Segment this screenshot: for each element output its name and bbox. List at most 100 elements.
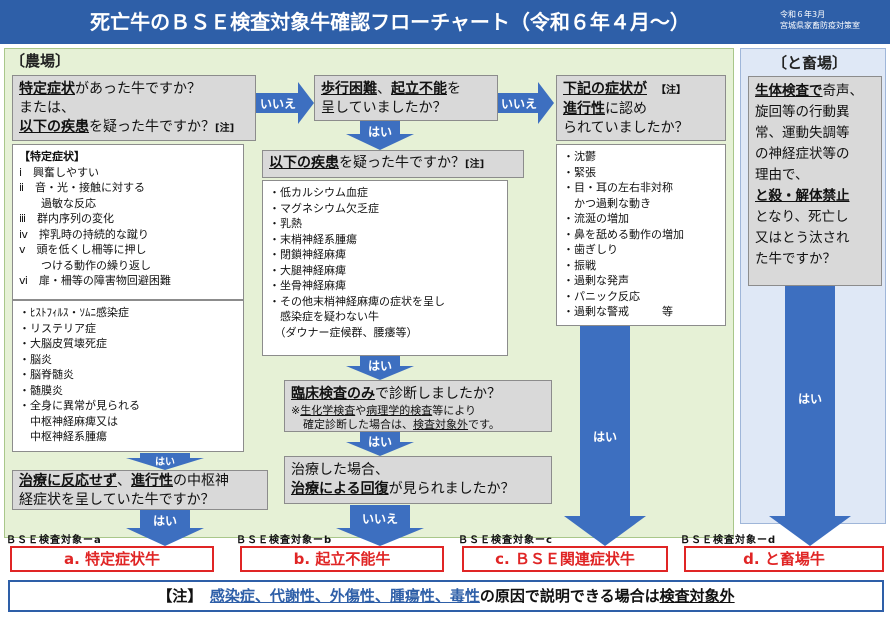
q8-line2: 旋回等の行動異 bbox=[755, 104, 850, 120]
q8-line9: た牛ですか？ bbox=[755, 251, 836, 267]
q8-line4: の神経症状等の bbox=[755, 146, 850, 162]
label-no-q1: いいえ bbox=[259, 97, 296, 111]
list-item: ・ﾋｽﾄﾌｨﾙｽ・ｿﾑﾆ感染症 bbox=[19, 306, 129, 319]
diseases-list-2: ・低カルシウム血症 ・マグネシウム欠乏症 ・乳熱 ・末梢神経系腫瘍 ・閉鎖神経麻… bbox=[262, 180, 508, 356]
q1-note: [注] bbox=[215, 123, 235, 134]
footer-not-subject: 検査対象外 bbox=[659, 587, 735, 605]
farm-region-label: 〔農場〕 bbox=[10, 52, 71, 70]
q5-note-mark: ※ bbox=[291, 404, 301, 417]
q2-unable-to-stand: 起立不能 bbox=[391, 81, 447, 97]
category-c-small: ＢＳＥ検査対象ーc bbox=[458, 535, 553, 546]
category-a-box: a. 特定症状牛 bbox=[10, 546, 214, 572]
q8-line7: となり、死亡し bbox=[755, 209, 849, 225]
question-3-box: 下記の症状が 【注】 進行性に認め られていましたか？ bbox=[556, 75, 726, 141]
category-d-box: d. と畜場牛 bbox=[684, 546, 884, 572]
label-yes-q8: はい bbox=[797, 392, 822, 406]
list-item: ・大脳皮質壊死症 bbox=[19, 337, 107, 350]
list-item: 過敏な反応 bbox=[19, 196, 96, 210]
specific-symptoms-list: 【特定症状】 ⅰ 興奮しやすい ⅱ 音・光・接触に対する 過敏な反応 ⅲ 群内序… bbox=[12, 144, 244, 300]
issuer-line: 宮城県家畜防疫対策室 bbox=[780, 21, 860, 30]
q6-line2-rest: が見られましたか？ bbox=[388, 481, 515, 497]
question-1-box: 特定症状があった牛ですか？ または、 以下の疾患を疑った牛ですか？[注] bbox=[12, 75, 256, 141]
list-item: 感染症を疑わない牛 bbox=[269, 310, 379, 323]
arrow-q2-to-q3 bbox=[498, 82, 554, 124]
list-item: ・閉鎖神経麻痺 bbox=[269, 248, 346, 261]
arrow-q3-to-c bbox=[564, 326, 646, 546]
list-item: ・リステリア症 bbox=[19, 321, 96, 335]
list-item: ・末梢神経系腫瘍 bbox=[269, 232, 357, 246]
q1-line2: または、 bbox=[19, 100, 75, 116]
list-item: ⅴ 頭を低くし柵等に押し bbox=[19, 243, 147, 256]
q5-line1-rest: で診断しましたか？ bbox=[375, 386, 501, 402]
label-yes-q5: はい bbox=[367, 435, 392, 449]
list-item: かつ過剰な動き bbox=[563, 196, 651, 210]
label-no-q2: いいえ bbox=[500, 97, 537, 111]
footer-note-mark: 【注】 bbox=[157, 587, 195, 605]
q5-not-subject: 検査対象外 bbox=[413, 418, 468, 431]
category-b-small: ＢＳＥ検査対象ーb bbox=[236, 535, 333, 546]
list-item: ・過剰な発声 bbox=[563, 274, 629, 287]
list-item: （ダウナー症候群、腰痿等） bbox=[269, 325, 418, 339]
q4-line1-rest: を疑った牛ですか？ bbox=[339, 155, 465, 171]
q5-biochem: 生化学検査 bbox=[300, 404, 356, 417]
q3-symptoms-below: 下記の症状が bbox=[563, 81, 647, 97]
q8-live-inspection: 生体検査で bbox=[755, 83, 823, 99]
q1-line3-rest: を疑った牛ですか？ bbox=[89, 119, 215, 135]
arrow-q5-to-q6 bbox=[346, 432, 414, 456]
q8-line3: 常、運動失調等 bbox=[755, 125, 850, 141]
list-item: ⅲ 群内序列の変化 bbox=[19, 212, 115, 225]
category-b-box: b. 起立不能牛 bbox=[240, 546, 444, 572]
list-item: ・歯ぎしり bbox=[563, 243, 618, 256]
list-item: つける動作の繰り返し bbox=[19, 258, 151, 272]
label-yes-q4: はい bbox=[367, 359, 392, 373]
list-item: ・髄膜炎 bbox=[19, 383, 63, 397]
q2-comma: 、 bbox=[377, 81, 391, 97]
question-7-box: 治療に反応せず、進行性の中枢神 経症状を呈していた牛ですか？ bbox=[12, 470, 268, 510]
list-item: ・乳熱 bbox=[269, 217, 302, 230]
q3-note: 【注】 bbox=[661, 85, 686, 96]
list-item: ・流涎の増加 bbox=[563, 212, 629, 225]
progressive-symptoms-list: ・沈鬱 ・緊張 ・目・耳の左右非対称 かつ過剰な動き ・流涎の増加 ・鼻を舐める… bbox=[556, 144, 726, 326]
list-item: ・脳炎 bbox=[19, 352, 52, 366]
list-item: 中枢神経麻痺又は bbox=[19, 414, 118, 428]
question-5-box: 臨床検査のみで診断しましたか？ ※生化学検査や病理学的検査等により 確定診断した… bbox=[284, 380, 552, 432]
list-item: ・大腿神経麻痺 bbox=[269, 263, 346, 277]
q5-note2-end: です。 bbox=[468, 418, 500, 431]
q7-line2: 経症状を呈していた牛ですか？ bbox=[19, 492, 215, 508]
q6-line1: 治療した場合、 bbox=[291, 462, 389, 478]
q5-and: や bbox=[355, 404, 367, 417]
issue-date: 令和６年3月 宮城県家畜防疫対策室 bbox=[780, 9, 888, 31]
list-item: ・目・耳の左右非対称 bbox=[563, 181, 673, 194]
list-item: ⅳ 搾乳時の持続的な蹴り bbox=[19, 227, 149, 241]
q5-pathology: 病理学的検査 bbox=[366, 404, 433, 417]
arrow-q8-to-d bbox=[769, 286, 851, 546]
arrow-q7-to-a bbox=[126, 508, 204, 546]
q1-specific-symptoms: 特定症状 bbox=[19, 81, 75, 97]
category-d-small: ＢＳＥ検査対象ーd bbox=[680, 535, 777, 546]
list-item: ⅵ 扉・柵等の障害物回避困難 bbox=[19, 274, 171, 287]
q2-line2: 呈していましたか？ bbox=[321, 100, 447, 116]
list-item: ・その他末梢神経麻痺の症状を呈し bbox=[269, 294, 445, 308]
list-item: ・マグネシウム欠乏症 bbox=[269, 201, 379, 215]
list-item: ⅰ 興奮しやすい bbox=[19, 165, 99, 179]
q6-recovery-by-treatment: 治療による回復 bbox=[291, 481, 389, 497]
diseases-list-1: ・ﾋｽﾄﾌｨﾙｽ・ｿﾑﾆ感染症 ・リステリア症 ・大脳皮質壊死症 ・脳炎 ・脳脊… bbox=[12, 300, 244, 452]
arrow-q6-to-b bbox=[336, 505, 424, 546]
issue-date-line: 令和６年3月 bbox=[780, 10, 826, 19]
label-no-q6: いいえ bbox=[361, 512, 398, 526]
category-c-box: c. ＢＳＥ関連症状牛 bbox=[462, 546, 668, 572]
list-item: ・沈鬱 bbox=[563, 150, 596, 163]
q5-etc: 等により bbox=[432, 404, 476, 417]
q7-no-response: 治療に反応せず bbox=[19, 473, 117, 489]
title-bar bbox=[0, 0, 890, 44]
q7-comma: 、 bbox=[117, 473, 131, 489]
arrow-list-to-q7 bbox=[126, 453, 204, 470]
q8-line1-rest: 奇声、 bbox=[822, 83, 864, 99]
label-yes-list: はい bbox=[155, 457, 175, 468]
q4-following-diseases: 以下の疾患 bbox=[269, 155, 339, 171]
question-4-box: 以下の疾患を疑った牛ですか？[注] bbox=[262, 150, 524, 178]
specific-symptoms-header: 【特定症状】 bbox=[19, 150, 85, 163]
q1-line1-rest: があった牛ですか？ bbox=[75, 81, 201, 97]
